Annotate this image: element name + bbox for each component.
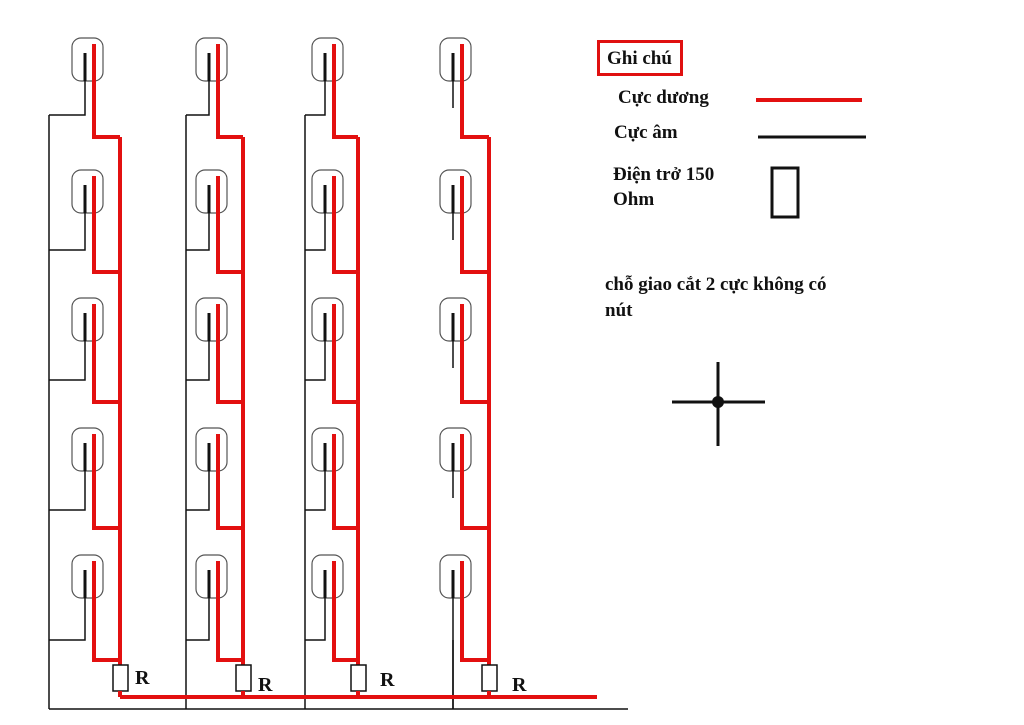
led-outline: [439, 427, 472, 472]
resistor-label: R: [512, 674, 527, 696]
led-negative-lead: [305, 81, 326, 116]
resistor-label: R: [380, 669, 395, 691]
led-positive-lead: [332, 176, 358, 274]
led-negative-lead: [49, 213, 86, 251]
led-negative-lead: [305, 213, 326, 251]
led-positive-lead: [92, 304, 120, 404]
legend-title: Ghi chú: [597, 40, 683, 76]
led-negative-lead: [49, 598, 86, 641]
led-outline: [311, 297, 344, 342]
led-positive-lead: [216, 561, 243, 662]
led-positive-lead: [460, 561, 489, 662]
led-outline: [71, 37, 104, 82]
led-outline: [71, 297, 104, 342]
led-negative-lead: [186, 471, 210, 511]
legend-negative-label: Cực âm: [614, 122, 678, 143]
legend-resistor-label-2: Ohm: [613, 189, 655, 210]
led-positive-lead: [332, 44, 358, 139]
led-positive-lead: [460, 304, 489, 404]
led-outline: [439, 169, 472, 214]
resistor-symbol: [481, 664, 498, 692]
led-positive-lead: [332, 434, 358, 530]
legend-positive-label: Cực dương: [618, 87, 709, 108]
resistor-label: R: [258, 674, 273, 696]
led-negative-lead: [186, 213, 210, 251]
led-positive-lead: [92, 176, 120, 274]
led-outline: [311, 169, 344, 214]
led-outline: [71, 169, 104, 214]
resistor-symbol: [350, 664, 367, 692]
resistor-symbol: [235, 664, 252, 692]
led-outline: [195, 169, 228, 214]
led-negative-lead: [49, 341, 86, 381]
led-positive-lead: [332, 561, 358, 662]
led-outline: [311, 37, 344, 82]
junction-note-2: nút: [605, 300, 633, 321]
junction-node-dot: [712, 396, 724, 408]
led-outline: [195, 554, 228, 599]
resistor-symbol: [112, 664, 129, 692]
led-outline: [311, 427, 344, 472]
led-positive-lead: [216, 304, 243, 404]
led-negative-lead: [305, 471, 326, 511]
led-negative-lead: [49, 81, 86, 116]
resistor-legend-symbol: [770, 166, 800, 219]
legend-resistor-label-1: Điện trở 150: [613, 164, 715, 185]
led-positive-lead: [92, 561, 120, 662]
resistor-label: R: [135, 667, 150, 689]
led-outline: [71, 427, 104, 472]
led-positive-lead: [216, 434, 243, 530]
led-outline: [195, 297, 228, 342]
led-outline: [311, 554, 344, 599]
led-outline: [71, 554, 104, 599]
led-positive-lead: [460, 176, 489, 274]
led-positive-lead: [460, 44, 489, 139]
led-negative-lead: [186, 341, 210, 381]
led-negative-lead: [186, 598, 210, 641]
led-positive-lead: [92, 44, 120, 139]
led-negative-lead: [49, 471, 86, 511]
led-positive-lead: [332, 304, 358, 404]
led-outline: [439, 37, 472, 82]
led-positive-lead: [216, 44, 243, 139]
led-outline: [195, 37, 228, 82]
led-positive-lead: [216, 176, 243, 274]
led-negative-lead: [186, 81, 210, 116]
led-negative-lead: [305, 341, 326, 381]
led-outline: [195, 427, 228, 472]
led-negative-lead: [305, 598, 326, 641]
junction-note-1: chỗ giao cắt 2 cực không có: [605, 274, 827, 295]
led-positive-lead: [92, 434, 120, 530]
led-positive-lead: [460, 434, 489, 530]
led-outline: [439, 554, 472, 599]
led-outline: [439, 297, 472, 342]
